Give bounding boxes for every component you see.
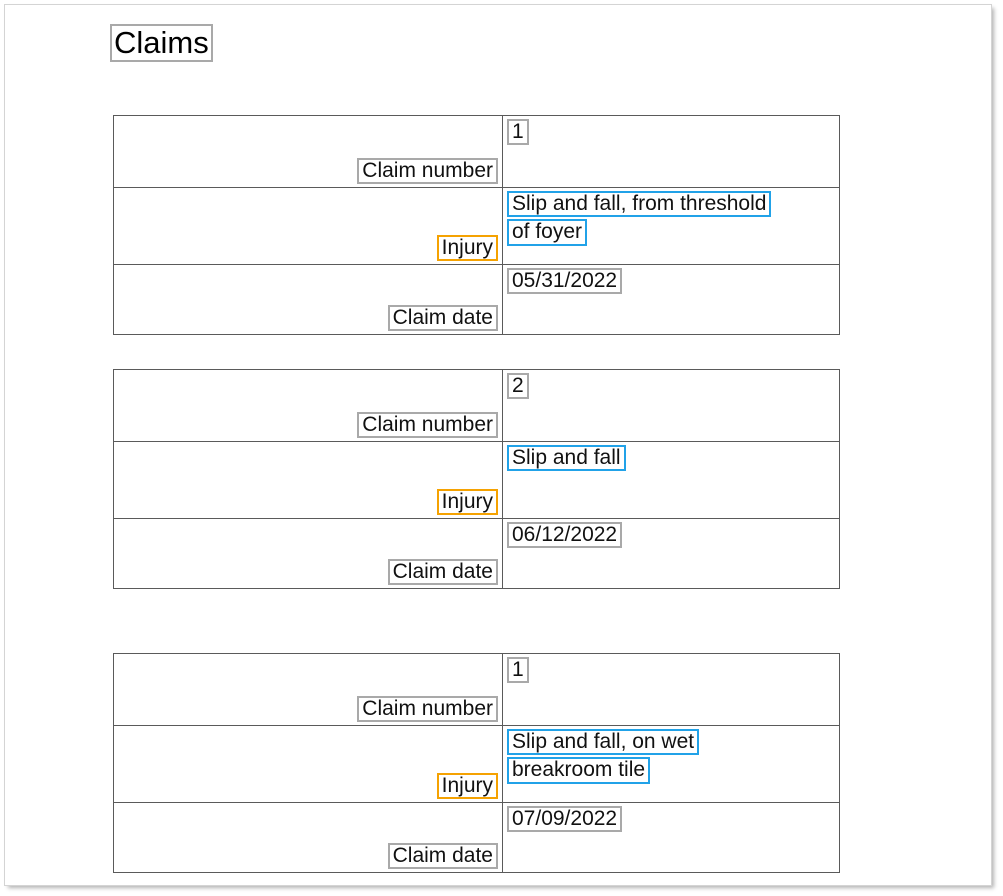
label-wrapper: Injury [436,772,498,799]
table-row-claim-number: Claim number 1 [113,115,840,188]
label-wrapper: Claim date [387,304,498,331]
injury-label: Injury [436,488,498,515]
label-wrapper: Claim number [357,157,498,184]
claim-date-label-cell: Claim date [113,264,503,335]
injury-value-cell: Slip and fall [502,441,840,519]
label-wrapper: Claim date [387,558,498,585]
table-row-claim-date: Claim date 05/31/2022 [113,264,840,335]
value-wrapper: 05/31/2022 [507,268,623,296]
page-title: Claims [110,24,213,62]
value-wrapper: Slip and fall, on wet breakroom tile [507,729,700,786]
claim-number-label: Claim number [357,695,498,722]
injury-label-cell: Injury [113,441,503,519]
label-wrapper: Injury [436,234,498,261]
claim-date-label: Claim date [387,558,498,585]
page-title-wrapper: Claims [110,24,213,62]
claim-number-value: 1 [507,119,529,146]
injury-value-line: of foyer [507,219,588,246]
claim-number-label-cell: Claim number [113,115,503,188]
claim-date-label-cell: Claim date [113,802,503,873]
table-row-injury: Injury Slip and fall [113,441,840,519]
claim-number-value-cell: 1 [502,115,840,188]
injury-value-cell: Slip and fall, from threshold of foyer [502,187,840,265]
table-row-claim-date: Claim date 06/12/2022 [113,518,840,589]
value-wrapper: 1 [507,119,529,147]
table-row-claim-number: Claim number 2 [113,369,840,442]
claim-date-value-cell: 05/31/2022 [502,264,840,335]
value-wrapper: 07/09/2022 [507,806,623,834]
claim-number-label-cell: Claim number [113,653,503,726]
claim-number-label: Claim number [357,411,498,438]
claim-date-label: Claim date [387,842,498,869]
claim-number-value: 2 [507,373,529,400]
injury-label-cell: Injury [113,725,503,803]
injury-value-line: Slip and fall, from threshold [507,191,772,218]
table-row-claim-number: Claim number 1 [113,653,840,726]
value-wrapper: 1 [507,657,529,685]
claim-date-value: 06/12/2022 [507,522,623,549]
claim-table: Claim number 1 Injury [113,653,840,873]
claim-date-label: Claim date [387,304,498,331]
claim-number-label: Claim number [357,157,498,184]
table-row-injury: Injury Slip and fall, on wet breakroom t… [113,725,840,803]
injury-value-line: breakroom tile [507,757,651,784]
document-page: Claims Claim number 1 [4,4,992,886]
injury-label: Injury [436,772,498,799]
claim-date-label-cell: Claim date [113,518,503,589]
value-wrapper: Slip and fall, from threshold of foyer [507,191,772,248]
label-wrapper: Claim number [357,695,498,722]
value-wrapper: 06/12/2022 [507,522,623,550]
label-wrapper: Claim number [357,411,498,438]
claim-date-value: 07/09/2022 [507,806,623,833]
injury-label: Injury [436,234,498,261]
injury-value-line: Slip and fall, on wet [507,729,700,756]
value-wrapper: Slip and fall [507,445,626,473]
claim-number-value-cell: 2 [502,369,840,442]
table-row-claim-date: Claim date 07/09/2022 [113,802,840,873]
claim-number-value-cell: 1 [502,653,840,726]
injury-value-line: Slip and fall [507,445,626,472]
claim-date-value-cell: 07/09/2022 [502,802,840,873]
claim-date-value-cell: 06/12/2022 [502,518,840,589]
label-wrapper: Injury [436,488,498,515]
value-wrapper: 2 [507,373,529,401]
claim-date-value: 05/31/2022 [507,268,623,295]
injury-label-cell: Injury [113,187,503,265]
injury-value-cell: Slip and fall, on wet breakroom tile [502,725,840,803]
label-wrapper: Claim date [387,842,498,869]
claim-table: Claim number 2 Injury [113,369,840,589]
claim-table: Claim number 1 Injury [113,115,840,335]
claim-number-value: 1 [507,657,529,684]
claim-number-label-cell: Claim number [113,369,503,442]
table-row-injury: Injury Slip and fall, from threshold of … [113,187,840,265]
